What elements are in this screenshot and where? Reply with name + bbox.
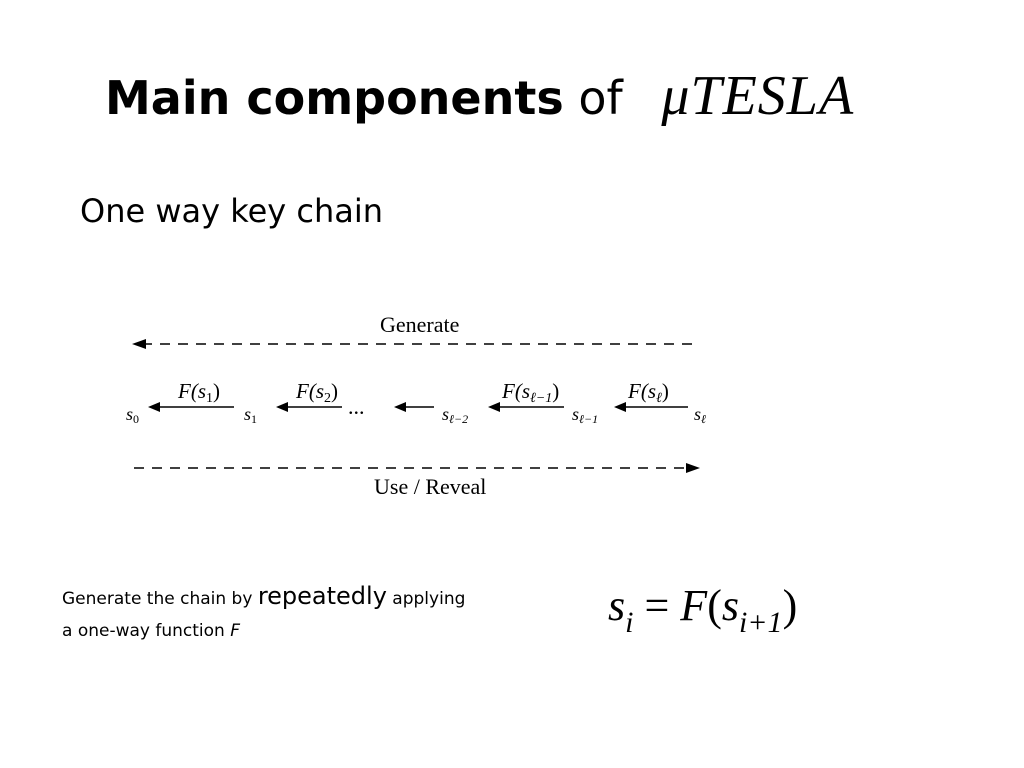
formula-fn: F [680, 581, 708, 630]
chain-arrowhead-1 [148, 402, 160, 412]
title-math: μTESLA [661, 65, 855, 127]
caption: Generate the chain by repeatedly applyin… [62, 580, 562, 647]
formula-arg: s [721, 581, 739, 630]
formula-lhs: s [608, 581, 626, 630]
node-s0: s0 [126, 404, 139, 426]
chain-arrowhead-4 [488, 402, 500, 412]
node-s-l: sℓ [694, 404, 706, 426]
formula-close-paren: ) [782, 581, 798, 630]
chain-arrowhead-5 [614, 402, 626, 412]
reveal-label: Use / Reveal [374, 474, 486, 499]
recurrence-formula: si = F(si+1) [608, 580, 798, 639]
function-label-1: F(s1) [177, 379, 220, 406]
slide-title: Main components of μTESLA [105, 58, 854, 136]
title-normal: of [578, 71, 623, 125]
key-chain-diagram: Generate F(s1) F(s2) F(sℓ−1) F(sℓ) s0 s1… [126, 312, 706, 499]
caption-function-name: F [230, 621, 241, 641]
function-label-2: F(s2) [295, 379, 338, 406]
title-bold: Main components [105, 71, 564, 125]
caption-line-2: a one-way function F [62, 621, 241, 641]
generate-label: Generate [380, 312, 459, 337]
formula-arg-sub: i+1 [738, 606, 783, 639]
node-s1: s1 [244, 404, 257, 426]
node-s-l-2: sℓ−2 [442, 404, 468, 426]
chain-arrowhead-2 [276, 402, 288, 412]
caption-emphasis: repeatedly [257, 582, 387, 610]
chain-arrowhead-3 [394, 402, 406, 412]
formula-equals: = [633, 581, 681, 630]
formula-open-paren: ( [707, 581, 722, 630]
function-label-3: F(sℓ−1) [501, 379, 559, 406]
function-label-4: F(sℓ) [627, 379, 669, 406]
caption-line-1: Generate the chain by repeatedly applyin… [62, 582, 466, 610]
generate-arrowhead [132, 339, 146, 349]
node-s-l-1: sℓ−1 [572, 404, 598, 426]
chain-ellipsis: ... [348, 394, 365, 419]
subtitle: One way key chain [80, 192, 384, 230]
formula-lhs-sub: i [625, 606, 634, 639]
reveal-arrowhead [686, 463, 700, 473]
